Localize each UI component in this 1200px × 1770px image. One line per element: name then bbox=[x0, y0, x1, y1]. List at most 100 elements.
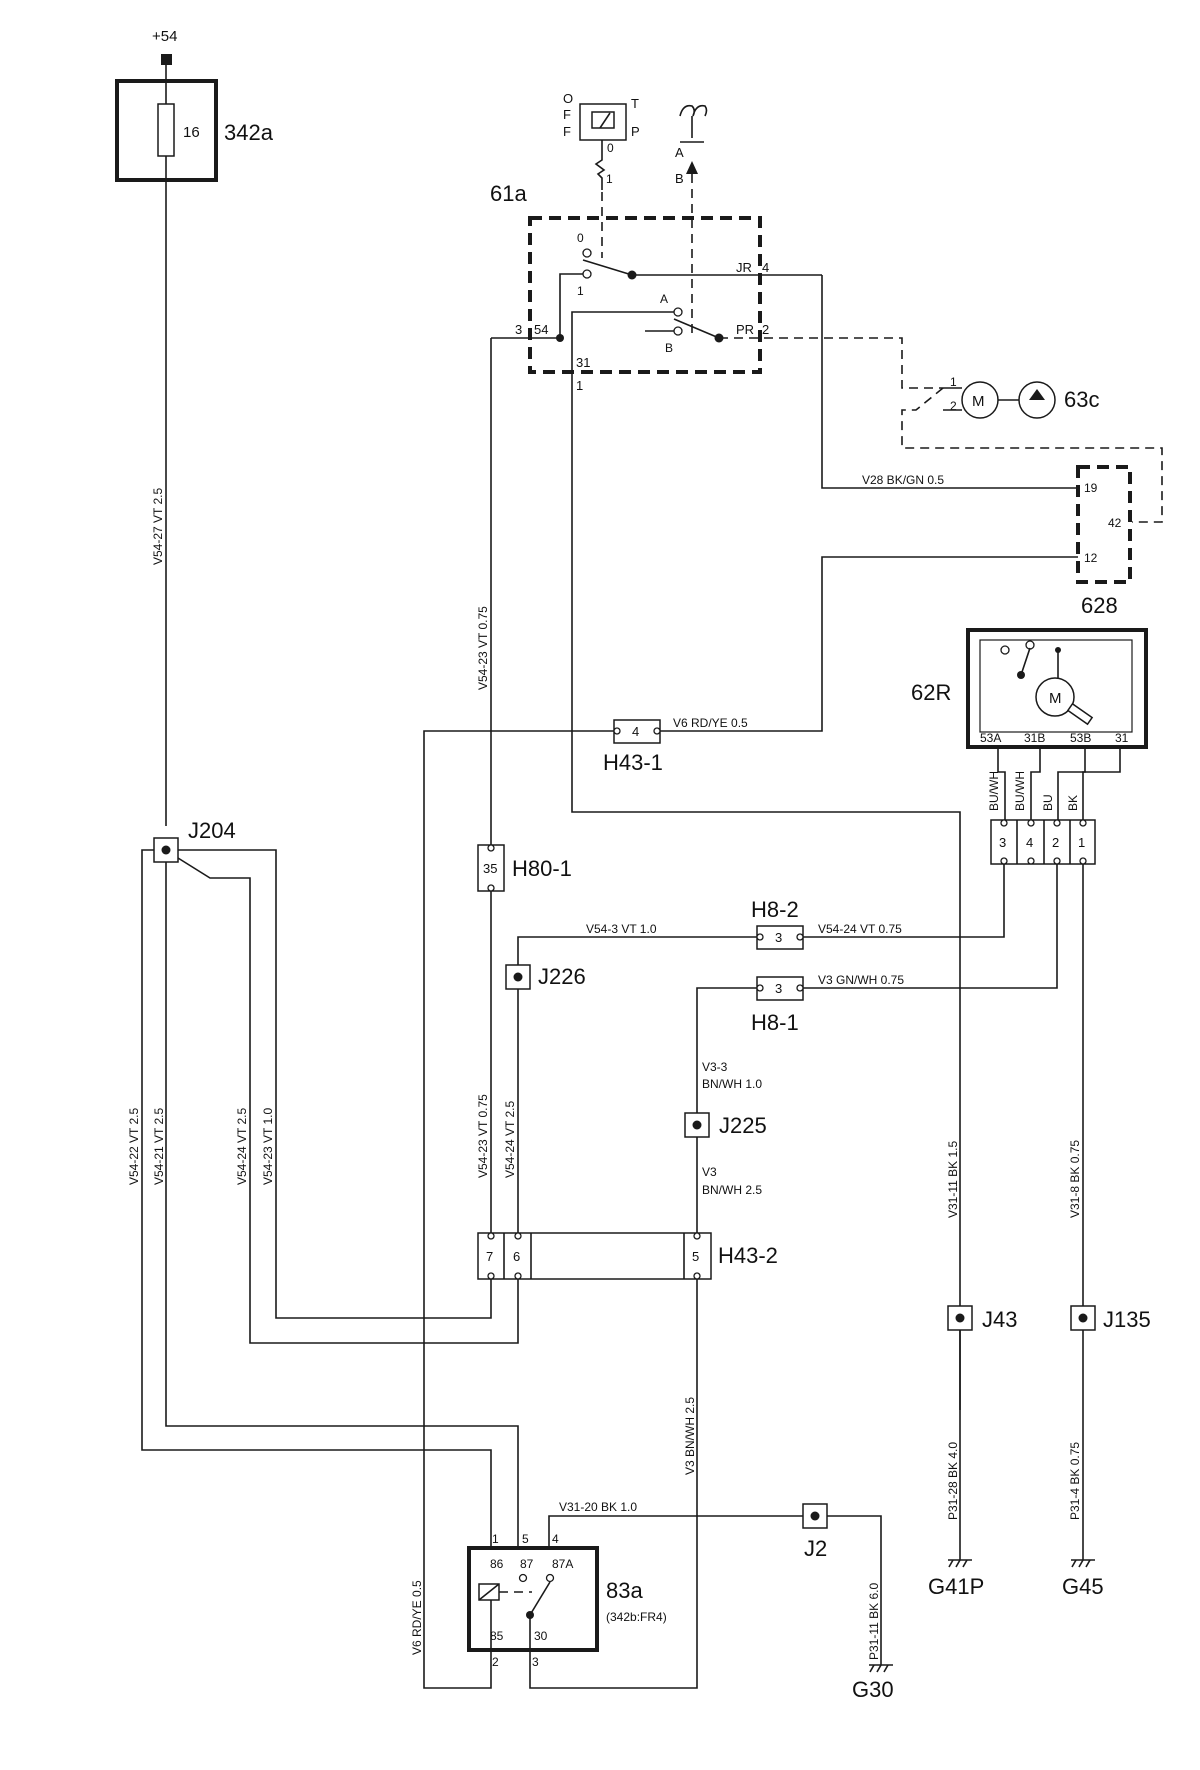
module-628-box bbox=[1076, 465, 1132, 584]
pin-1-label: 1 bbox=[576, 378, 583, 393]
relay-pin-86: 86 bbox=[490, 1557, 504, 1571]
pin-54-label: 54 bbox=[534, 322, 548, 337]
pin-3-label: 3 bbox=[515, 322, 522, 337]
supply-label: +54 bbox=[152, 28, 177, 45]
tp-label-t: T bbox=[631, 96, 639, 111]
wire-v31-8: V31-8 BK 0.75 bbox=[1068, 1140, 1082, 1218]
jr-label: JR bbox=[736, 260, 752, 275]
fuse-icon bbox=[157, 103, 175, 157]
motor-63c-m: M bbox=[972, 393, 985, 410]
h43-1-id: H43-1 bbox=[603, 750, 663, 775]
motor-62r-m: M bbox=[1049, 690, 1062, 707]
pr-label: PR bbox=[736, 322, 754, 337]
connector-62r bbox=[990, 819, 1096, 865]
g30-label: G30 bbox=[852, 1677, 894, 1702]
wire-62r-bu-wh-1: BU/WH bbox=[987, 771, 1001, 811]
wire-v3-bottom: V3 BN/WH 2.5 bbox=[683, 1397, 697, 1475]
wire-v54-24-mid: V54-24 VT 2.5 bbox=[503, 1101, 517, 1178]
connector-62r-pin-1: 1 bbox=[1078, 835, 1085, 850]
switch-61a-box bbox=[528, 216, 762, 374]
motor-63c-pin-2: 2 bbox=[950, 399, 957, 413]
off-label-f1: F bbox=[563, 107, 571, 122]
connector-62r-pin-4: 4 bbox=[1026, 835, 1033, 850]
fuse-number: 16 bbox=[183, 124, 200, 141]
pin-4-label: 4 bbox=[762, 260, 769, 275]
h43-2-pin-6: 6 bbox=[513, 1249, 520, 1264]
wire-62r-bu-wh-2: BU/WH bbox=[1013, 771, 1027, 811]
h8-2-id: H8-2 bbox=[751, 897, 799, 922]
j204-label: J204 bbox=[188, 818, 236, 843]
connector-h43-2 bbox=[477, 1232, 712, 1280]
wire-v6-bottom: V6 RD/YE 0.5 bbox=[410, 1580, 424, 1655]
module-628-pin-42: 42 bbox=[1108, 516, 1122, 530]
h43-2-pin-5: 5 bbox=[692, 1249, 699, 1264]
wire-v28: V28 BK/GN 0.5 bbox=[862, 473, 944, 487]
wire-v31-11: V31-11 BK 1.5 bbox=[946, 1141, 960, 1218]
pin-2-label: 2 bbox=[762, 322, 769, 337]
wire-v3-3-b: BN/WH 1.0 bbox=[702, 1077, 762, 1091]
h8-2-pin: 3 bbox=[775, 930, 782, 945]
wire-v54-23-mid: V54-23 VT 0.75 bbox=[476, 1094, 490, 1178]
fuse-id: 342a bbox=[224, 120, 274, 145]
j135-label: J135 bbox=[1103, 1307, 1151, 1332]
ground-icon-g41p bbox=[948, 1559, 972, 1568]
ground-icon-g30 bbox=[869, 1664, 893, 1673]
contact-a-label: A bbox=[660, 292, 668, 306]
j2-label: J2 bbox=[804, 1536, 827, 1561]
motor-62r-id: 62R bbox=[911, 680, 951, 705]
relay-pin-1: 1 bbox=[492, 1532, 499, 1546]
g45-label: G45 bbox=[1062, 1574, 1104, 1599]
relay-pin-87: 87 bbox=[520, 1557, 534, 1571]
contact-b-label: B bbox=[665, 341, 673, 355]
connector-62r-pin-3: 3 bbox=[999, 835, 1006, 850]
wire-v54-22: V54-22 VT 2.5 bbox=[127, 1108, 141, 1185]
ground-icon-g45 bbox=[1071, 1559, 1095, 1568]
module-628-pin-19: 19 bbox=[1084, 481, 1098, 495]
g41p-label: G41P bbox=[928, 1574, 984, 1599]
h80-1-pin: 35 bbox=[483, 861, 497, 876]
motor-62r-pin-53a: 53A bbox=[980, 731, 1001, 745]
wire-v6-top: V6 RD/YE 0.5 bbox=[673, 716, 748, 730]
relay-pin-3: 3 bbox=[532, 1655, 539, 1669]
relay-pin-4: 4 bbox=[552, 1532, 559, 1546]
wire-v54-27: V54-27 VT 2.5 bbox=[151, 488, 165, 565]
relay-pin-5: 5 bbox=[522, 1532, 529, 1546]
j226-label: J226 bbox=[538, 964, 586, 989]
off-label-f2: F bbox=[563, 124, 571, 139]
up-arrow-icon bbox=[686, 161, 698, 174]
switch-id: 61a bbox=[490, 181, 527, 206]
contact-0-label: 0 bbox=[577, 231, 584, 245]
j225-label: J225 bbox=[719, 1113, 767, 1138]
wire-62r-bu: BU bbox=[1041, 794, 1055, 811]
wire-62r-bk: BK bbox=[1066, 795, 1080, 811]
relay-pin-2: 2 bbox=[492, 1655, 499, 1669]
h43-2-pin-7: 7 bbox=[486, 1249, 493, 1264]
wire-v3-b: BN/WH 2.5 bbox=[702, 1183, 762, 1197]
fuse-box-342a bbox=[115, 79, 218, 182]
wire-v3-a: V3 bbox=[702, 1165, 717, 1179]
wire-v54-24-top: V54-24 VT 0.75 bbox=[818, 922, 902, 936]
wire-v54-3: V54-3 VT 1.0 bbox=[586, 922, 657, 936]
motor-63c-id: 63c bbox=[1064, 387, 1099, 412]
motor-62r-pin-31b: 31B bbox=[1024, 731, 1045, 745]
relay-83a-note: (342b:FR4) bbox=[606, 1610, 667, 1624]
relay-pin-30: 30 bbox=[534, 1629, 548, 1643]
module-628-pin-12: 12 bbox=[1084, 551, 1098, 565]
contact-1-label: 1 bbox=[577, 284, 584, 298]
h8-1-pin: 3 bbox=[775, 981, 782, 996]
supply-terminal bbox=[161, 54, 172, 65]
wire-p31-28: P31-28 BK 4.0 bbox=[946, 1442, 960, 1520]
wire-v54-21: V54-21 VT 2.5 bbox=[152, 1108, 166, 1185]
relay-83a-box bbox=[467, 1546, 599, 1652]
wire-v3-top: V3 GN/WH 0.75 bbox=[818, 973, 904, 987]
tp-label-p: P bbox=[631, 124, 640, 139]
pin-31-label: 31 bbox=[576, 355, 590, 370]
motor-62r-box bbox=[966, 628, 1148, 749]
button-label-b: B bbox=[675, 171, 684, 186]
wire-p31-11: P31-11 BK 6.0 bbox=[867, 1583, 881, 1660]
h43-2-id: H43-2 bbox=[718, 1243, 778, 1268]
wire-v54-24-left: V54-24 VT 2.5 bbox=[235, 1108, 249, 1185]
connector-62r-pin-2: 2 bbox=[1052, 835, 1059, 850]
relay-pin-87a: 87A bbox=[552, 1557, 573, 1571]
